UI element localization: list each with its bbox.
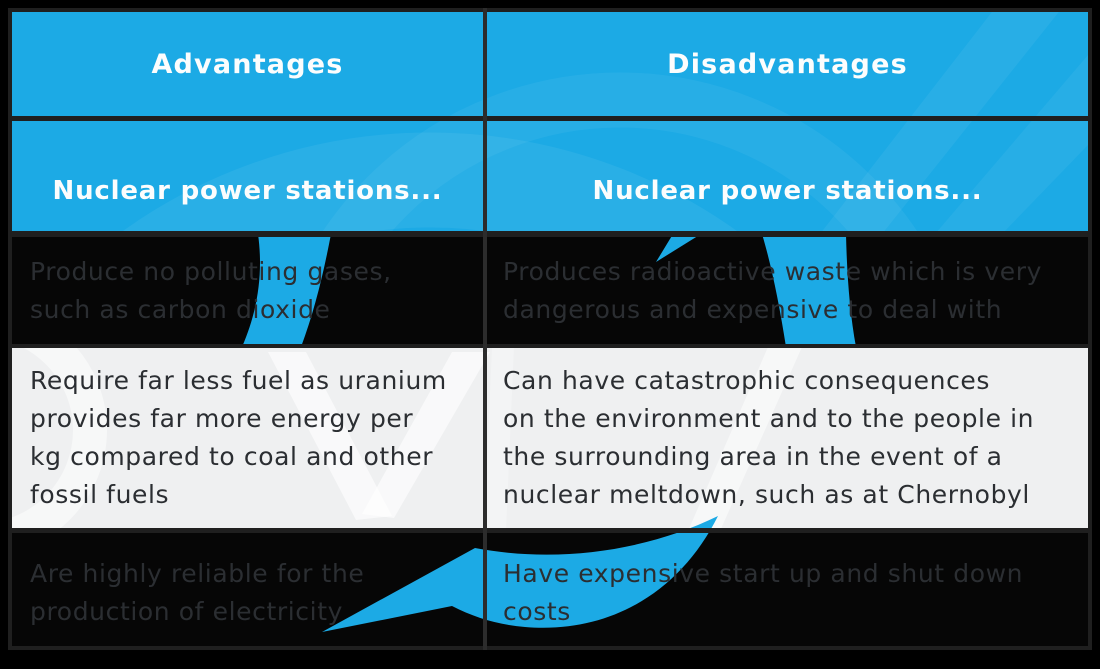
row-light-background — [8, 347, 1092, 531]
row-dark-background-2 — [8, 531, 1092, 650]
row-dark-background-1 — [8, 234, 1092, 347]
header-background — [8, 8, 1092, 234]
